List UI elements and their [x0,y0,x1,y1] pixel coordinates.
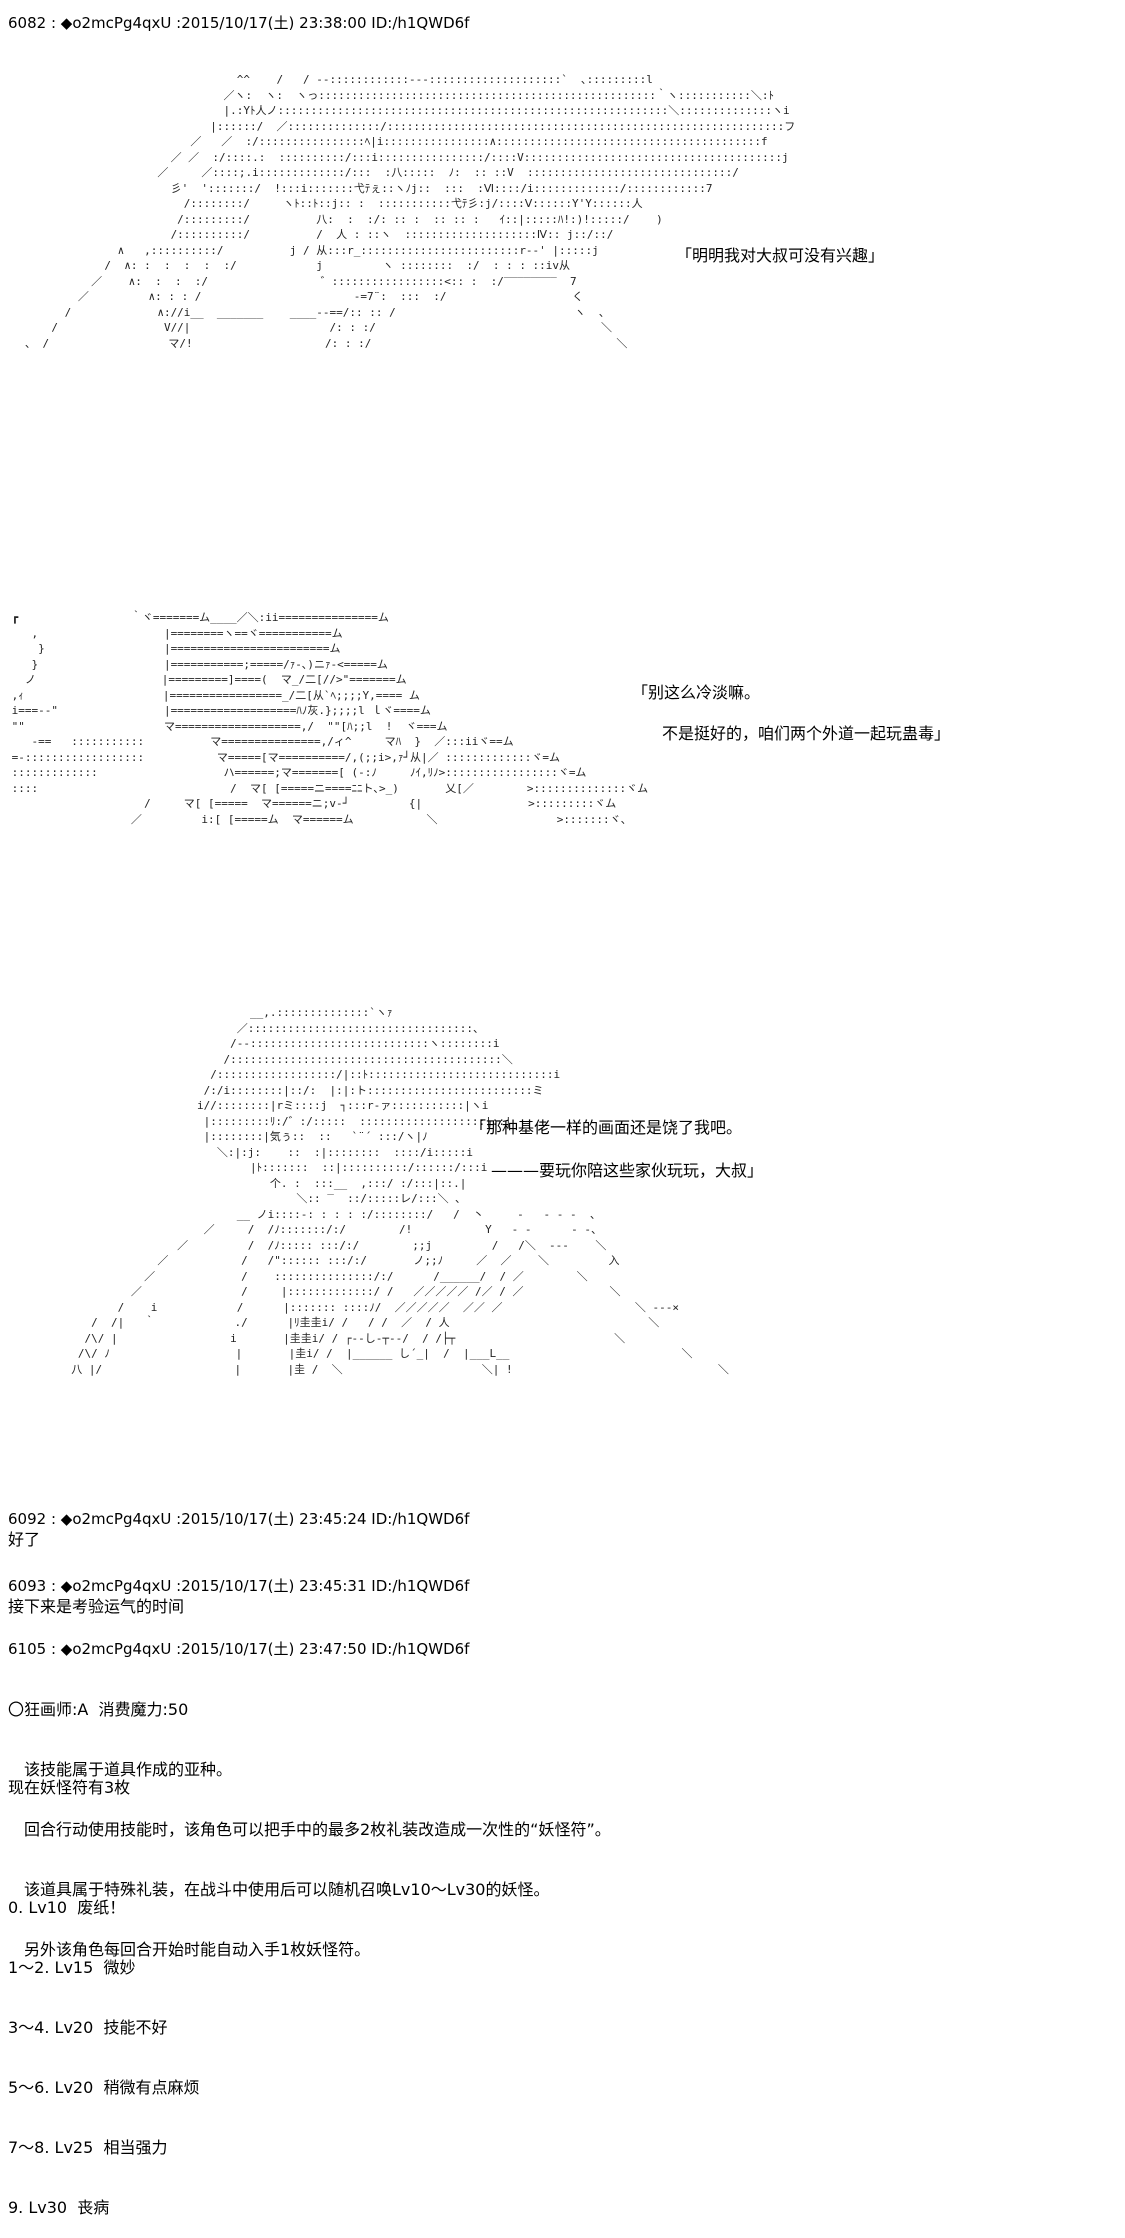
skill-title: 〇狂画师:A 消费魔力:50 [8,1700,189,1719]
post-number: 6092 [8,1510,47,1528]
post-author: ◆o2mcPg4qxU [60,1510,172,1528]
skill-line: 该道具属于特殊礼装，在战斗中使用后可以随机召唤Lv10～Lv30的妖怪。 [24,1880,550,1899]
post-number: 6093 [8,1577,47,1595]
post-header-6092: 6092 : ◆o2mcPg4qxU :2015/10/17(土) 23:45:… [8,1510,470,1528]
table-row: 9. Lv30 丧病 [8,2198,110,2217]
post-id: ID:/h1QWD6f [371,1640,470,1658]
skill-line: 该技能属于道具作成的亚种。 [24,1760,233,1779]
post-header-6105: 6105 : ◆o2mcPg4qxU :2015/10/17(土) 23:47:… [8,1640,470,1658]
table-row: 1～2. Lv15 微妙 [8,1958,136,1977]
post-header-6093: 6093 : ◆o2mcPg4qxU :2015/10/17(土) 23:45:… [8,1577,470,1595]
table-row: 5～6. Lv20 稍微有点麻烦 [8,2078,200,2097]
table-row: 7～8. Lv25 相当强力 [8,2138,168,2157]
post-datetime: 2015/10/17(土) 23:45:31 [181,1577,367,1595]
ascii-art-boy: __,.::::::::::::::`ヽｧ ／:::::::::::::::::… [71,1006,729,1376]
table-row: 3～4. Lv20 技能不好 [8,2018,168,2037]
skill-line: 另外该角色每回合开始时能自动入手1枚妖怪符。 [24,1940,371,1959]
speech-bubble-2b: 不是挺好的，咱们两个外道一起玩蛊毒」 [662,724,951,743]
post-author: ◆o2mcPg4qxU [60,14,172,32]
speech-bubble-1: 「明明我对大叔可没有兴趣」 [676,246,885,265]
summon-table: 0. Lv10 废纸！ 1～2. Lv15 微妙 3～4. Lv20 技能不好 … [8,1858,199,2238]
post-datetime: 2015/10/17(土) 23:38:00 [181,14,367,32]
ascii-art-girl-and-man: ┏ ｀ヾ=======ム____／＼:ii===============ム , … [11,611,649,826]
post-body-6093: 接下来是考验运气的时间 [8,1597,185,1616]
post-id: ID:/h1QWD6f [371,14,470,32]
speech-bubble-3a: 「那种基佬一样的画面还是饶了我吧。 [470,1118,743,1137]
speech-bubble-2a: 「别这么冷淡嘛。 [632,683,761,702]
speech-bubble-3b: ———要玩你陪这些家伙玩玩，大叔」 [491,1161,764,1180]
post-header-6082: 6082 : ◆o2mcPg4qxU :2015/10/17(土) 23:38:… [8,14,470,32]
post-id: ID:/h1QWD6f [371,1577,470,1595]
post-datetime: 2015/10/17(土) 23:47:50 [181,1640,367,1658]
post-datetime: 2015/10/17(土) 23:45:24 [181,1510,367,1528]
post-id: ID:/h1QWD6f [371,1510,470,1528]
post-body-6092: 好了 [8,1530,41,1549]
table-row: 0. Lv10 废纸！ [8,1898,126,1917]
post-author: ◆o2mcPg4qxU [60,1577,172,1595]
talisman-count: 现在妖怪符有3枚 [8,1778,131,1797]
post-body-6105: 〇狂画师:A 消费魔力:50 该技能属于道具作成的亚种。 回合行动使用技能时，该… [8,1660,611,1980]
skill-line: 回合行动使用技能时，该角色可以把手中的最多2枚礼装改造成一次性的“妖怪符”。 [24,1820,611,1839]
ascii-art-girl-1: ^^ / / ‐-::::::::::::---::::::::::::::::… [24,73,796,350]
post-author: ◆o2mcPg4qxU [60,1640,172,1658]
post-number: 6082 [8,14,47,32]
post-number: 6105 [8,1640,47,1658]
